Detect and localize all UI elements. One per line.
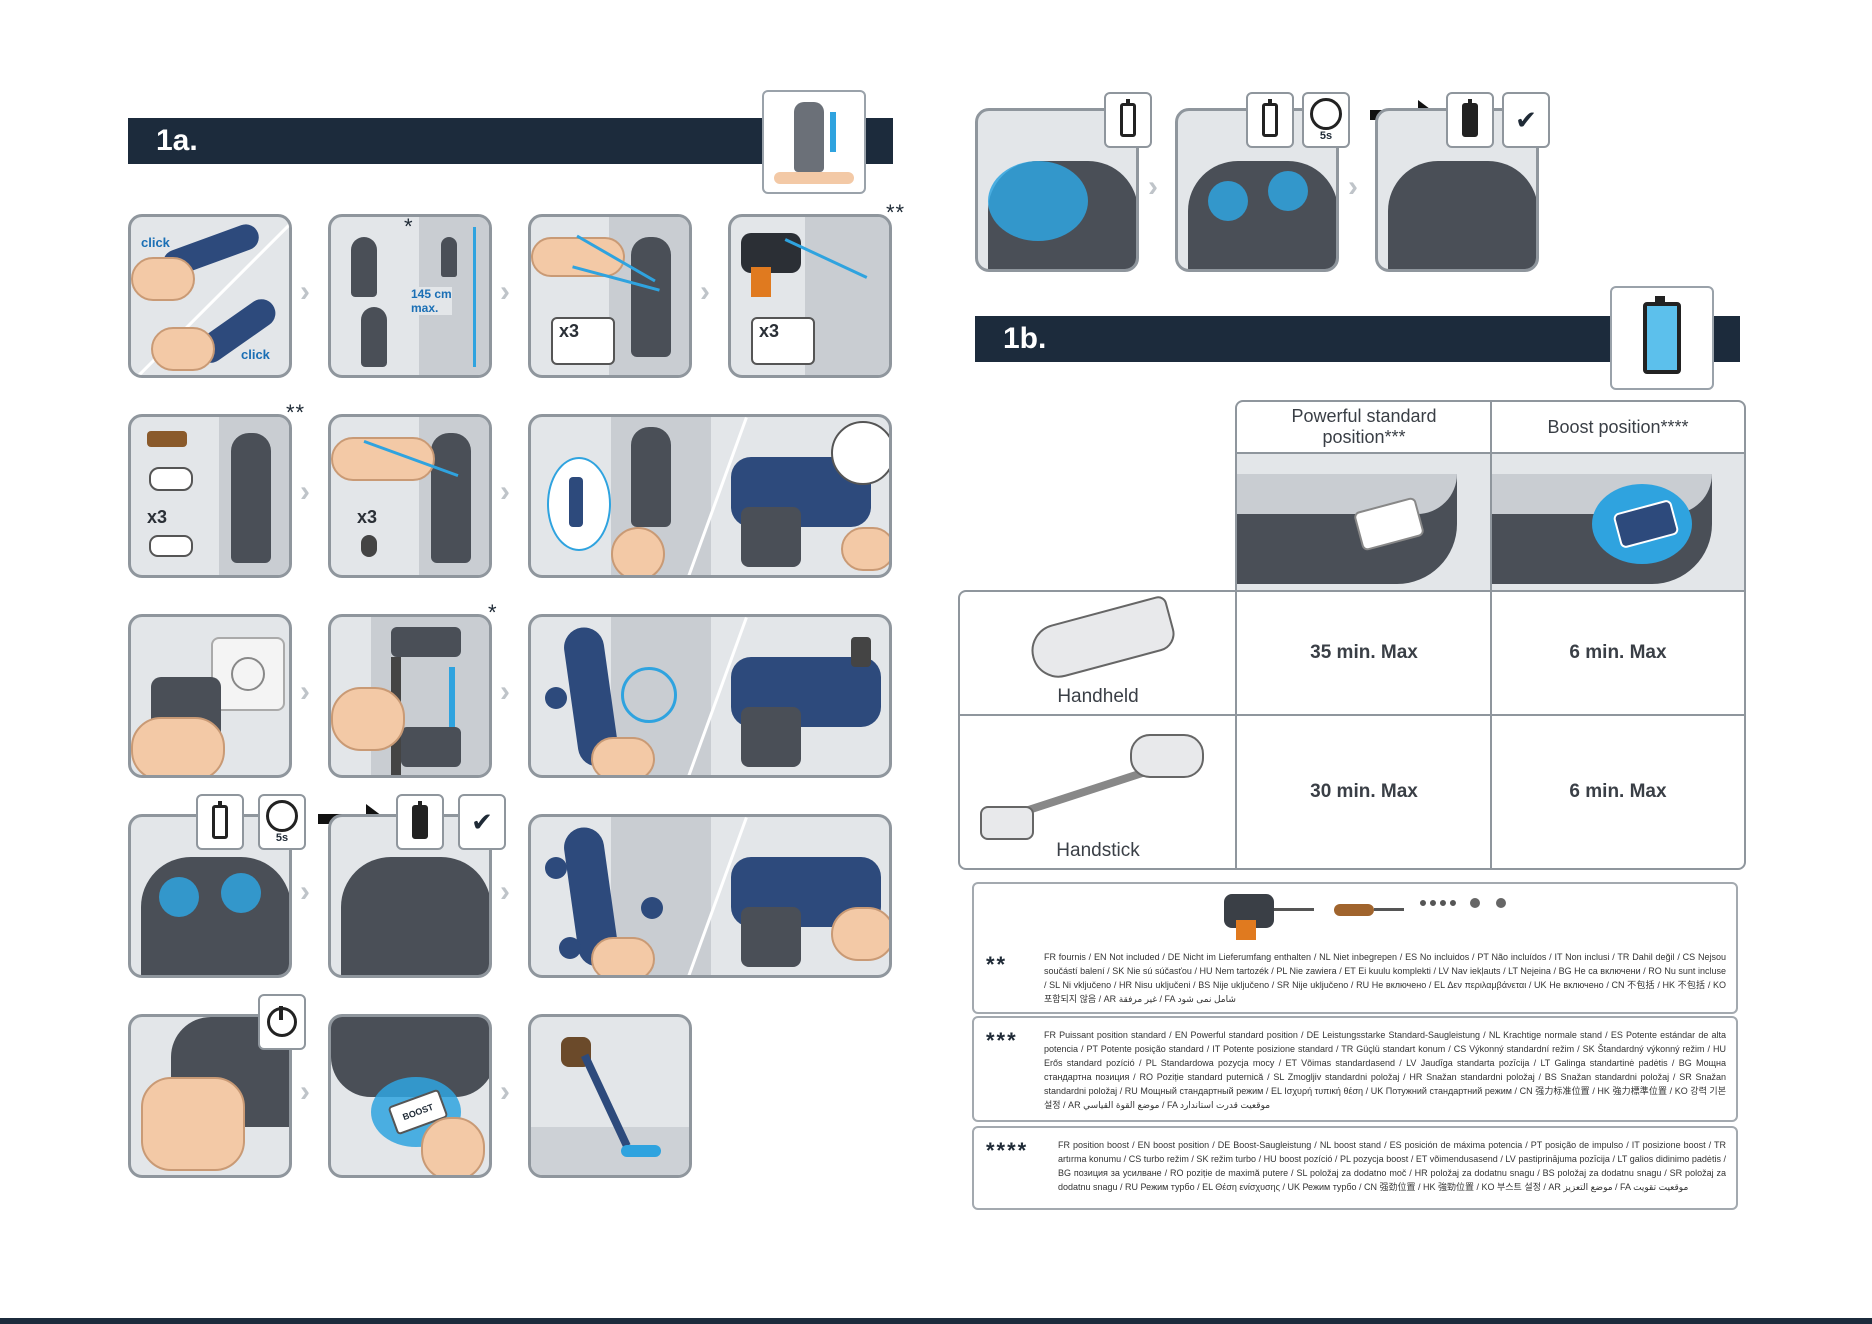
handheld-label: Handheld: [1057, 686, 1139, 707]
step-mark-drill-panel: x3: [528, 214, 692, 378]
power-icon: [258, 994, 306, 1050]
step-plug-in-panel: [128, 614, 292, 778]
led-flashing-panel: [975, 108, 1139, 272]
asterisk-single: *: [404, 214, 414, 239]
handstick-standard-runtime: 30 min. Max: [1235, 714, 1493, 870]
handheld-standard-runtime: 35 min. Max: [1235, 590, 1493, 716]
step-slide-charger-panel: [328, 614, 492, 778]
x3-label: x3: [559, 321, 580, 341]
row-label-handheld: Handheld: [958, 590, 1238, 716]
click-label-bottom: click: [241, 347, 270, 362]
checkmark-icon: ✔: [458, 794, 506, 850]
note-text: FR position boost / EN boost position / …: [1058, 1140, 1726, 1192]
chevron-right-icon: ›: [500, 675, 510, 708]
battery-full-icon: [1446, 92, 1494, 148]
chevron-right-icon: ›: [700, 275, 710, 308]
wall-mount-icon: [762, 90, 866, 194]
col-header-boost: Boost position****: [1490, 400, 1746, 454]
chevron-right-icon: ›: [300, 875, 310, 908]
chevron-right-icon: ›: [300, 475, 310, 508]
tools-icons: [1224, 890, 1524, 940]
x3-label: x3: [357, 507, 378, 527]
chevron-right-icon: ›: [1348, 170, 1358, 203]
chevron-right-icon: ›: [500, 275, 510, 308]
step-attach-charger-panel: [528, 414, 892, 578]
led-charging-panel: [1175, 108, 1339, 272]
click-label-top: click: [141, 235, 170, 250]
chevron-right-icon: ›: [1148, 170, 1158, 203]
step-tighten-screws-panel: x3: [328, 414, 492, 578]
section-1a-title: 1a.: [156, 124, 198, 157]
checkmark-icon: ✔: [1502, 92, 1550, 148]
battery-charging-icon: [1246, 92, 1294, 148]
bottom-rule: [0, 1318, 1872, 1324]
asterisk-single: *: [488, 600, 498, 625]
chevron-right-icon: ›: [500, 475, 510, 508]
chevron-right-icon: ›: [500, 1075, 510, 1108]
note-text: FR fournis / EN Not included / DE Nicht …: [1044, 952, 1726, 1004]
timer-icon: 5s: [1302, 92, 1350, 148]
note-stars: ***: [986, 1028, 1018, 1053]
handheld-boost-runtime: 6 min. Max: [1490, 590, 1746, 716]
section-1b-title: 1b.: [1003, 322, 1047, 355]
boost-position-image: [1490, 452, 1746, 592]
step-remove-vacuum-panel: [528, 814, 892, 978]
battery-full-icon: [396, 794, 444, 850]
handstick-label: Handstick: [1056, 840, 1140, 861]
handstick-boost-runtime: 6 min. Max: [1490, 714, 1746, 870]
timer-label: 5s: [1319, 130, 1333, 142]
step-vacuuming-panel: [528, 1014, 692, 1178]
note-stars: ****: [986, 1138, 1029, 1163]
boost-button-label: BOOST: [401, 1101, 435, 1123]
battery-charging-icon: [196, 794, 244, 850]
measure-label: 145 cm max.: [411, 287, 452, 315]
x3-label: x3: [759, 321, 780, 341]
step-boost-button-panel: BOOST: [328, 1014, 492, 1178]
step-drill-wall-panel: x3: [728, 214, 892, 378]
standard-position-image: [1235, 452, 1493, 592]
chevron-right-icon: ›: [300, 675, 310, 708]
timer-label: 5s: [275, 832, 289, 844]
x3-label: x3: [147, 507, 168, 527]
battery-blue-icon: [1610, 286, 1714, 390]
step-click-assembly-panel: click click: [128, 214, 292, 378]
battery-empty-icon: [1104, 92, 1152, 148]
chevron-right-icon: ›: [300, 275, 310, 308]
chevron-right-icon: ›: [500, 875, 510, 908]
asterisk-double: **: [886, 200, 906, 225]
col-header-standard: Powerful standard position***: [1235, 400, 1493, 454]
step-measure-height-panel: 145 cm max.: [328, 214, 492, 378]
step-screw-plugs-panel: x3: [128, 414, 292, 578]
row-label-handstick: Handstick: [958, 714, 1238, 870]
chevron-right-icon: ›: [300, 1075, 310, 1108]
note-standard-position: *** FR Puissant position standard / EN P…: [972, 1016, 1738, 1122]
timer-icon: 5s: [258, 794, 306, 850]
step-insert-vacuum-panel: [528, 614, 892, 778]
note-text: FR Puissant position standard / EN Power…: [1044, 1030, 1726, 1110]
note-stars: **: [986, 952, 1008, 977]
note-not-included: ** FR fournis / EN Not included / DE Nic…: [972, 882, 1738, 1014]
asterisk-double: **: [286, 400, 306, 425]
note-boost-position: **** FR position boost / EN boost positi…: [972, 1126, 1738, 1210]
